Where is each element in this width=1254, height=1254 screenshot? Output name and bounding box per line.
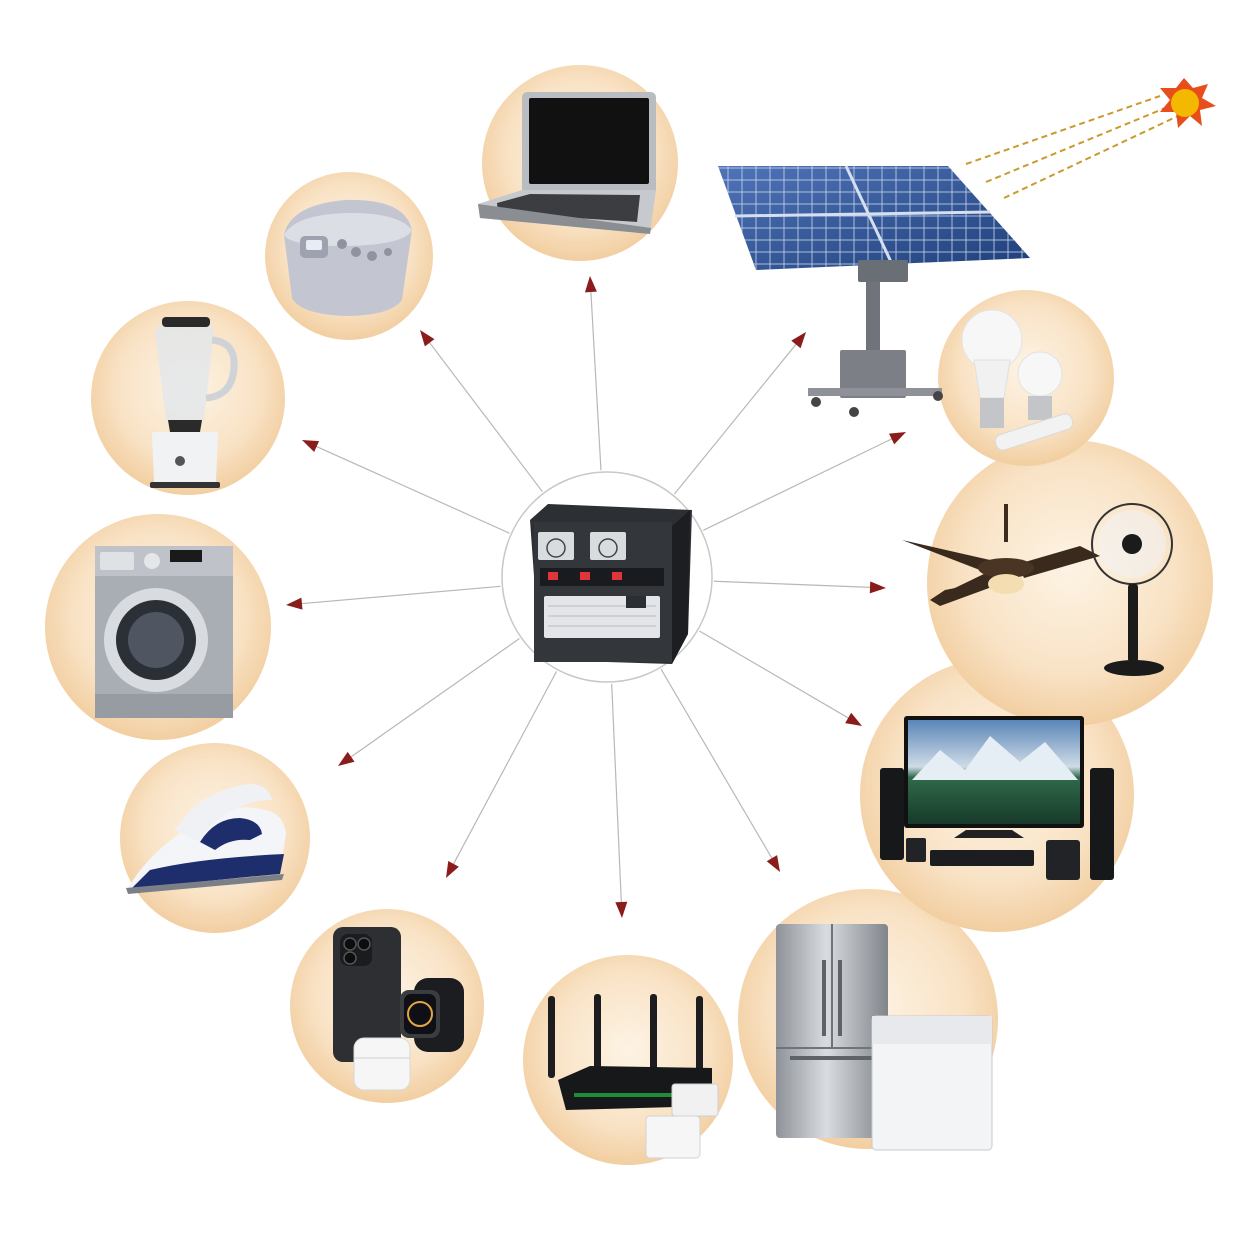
connector-fans <box>713 580 875 589</box>
sun-icon <box>965 78 1216 199</box>
connector-laptop <box>590 287 602 471</box>
arrowhead-refrigerator <box>766 855 780 872</box>
connector-blender <box>312 444 510 534</box>
laptop-icon <box>478 92 656 234</box>
connector-bulbs <box>703 436 896 531</box>
washing-machine-icon <box>95 546 233 718</box>
connector-solar-panel <box>673 340 799 495</box>
arrowhead-rice-cooker <box>420 330 435 347</box>
connector-phone <box>451 671 558 868</box>
arrowhead-laptop <box>584 276 597 293</box>
clothes-iron-icon <box>126 784 286 894</box>
arrowhead-phone <box>446 861 459 878</box>
connector-router <box>611 683 623 907</box>
wifi-router-icon <box>548 994 719 1159</box>
arrowhead-bulbs <box>888 432 906 445</box>
tv-home-theater-icon <box>880 716 1114 880</box>
blender-icon <box>150 317 238 488</box>
connector-lines <box>286 276 906 918</box>
connector-washing-machine <box>297 585 501 605</box>
arrowhead-solar-panel <box>791 332 806 349</box>
arrowhead-router <box>615 901 628 918</box>
arrowhead-iron <box>338 751 355 766</box>
connector-rice-cooker <box>426 339 543 493</box>
refrigerator-freezer-icon <box>776 924 993 1151</box>
arrowhead-blender <box>302 440 320 453</box>
ceiling-fan-stand-fan-icon <box>902 503 1173 676</box>
connector-refrigerator <box>660 668 775 862</box>
power-inverter-cabinet-icon <box>501 471 713 683</box>
light-bulbs-icon <box>961 309 1074 451</box>
arrowhead-fans <box>869 581 886 594</box>
smartphone-watch-earbuds-icon <box>333 927 464 1091</box>
rice-cooker-icon <box>284 199 412 316</box>
connector-tv <box>699 630 852 721</box>
connector-iron <box>347 638 520 760</box>
arrowhead-tv <box>845 712 862 726</box>
solar-panel-icon <box>718 165 1030 417</box>
arrowhead-washing-machine <box>286 597 303 610</box>
